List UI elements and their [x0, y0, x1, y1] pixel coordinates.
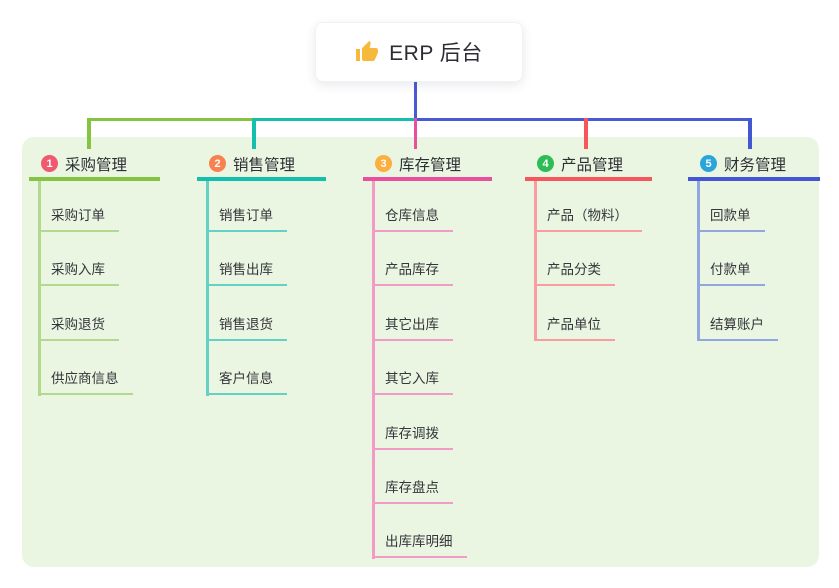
child-node-label: 库存调拨 [385, 425, 439, 441]
child-node-label: 回款单 [710, 208, 751, 223]
child-node[interactable]: 结算账户 [697, 317, 778, 341]
child-node[interactable]: 产品分类 [534, 262, 615, 287]
child-node-label: 销售出库 [219, 262, 273, 278]
root-node[interactable]: ERP 后台 [315, 22, 523, 82]
child-node[interactable]: 销售订单 [206, 208, 287, 232]
child-node-label: 采购入库 [51, 262, 105, 278]
branch-header[interactable]: 1 采购管理 [29, 150, 160, 181]
child-node-label: 产品（物料） [547, 208, 628, 223]
branch-header[interactable]: 2 销售管理 [197, 150, 326, 181]
child-node[interactable]: 其它出库 [372, 317, 453, 341]
child-node[interactable]: 采购订单 [38, 208, 119, 232]
child-node[interactable]: 库存盘点 [372, 480, 453, 504]
child-node[interactable]: 产品（物料） [534, 208, 642, 232]
child-node-label: 客户信息 [219, 371, 273, 387]
child-node-label: 销售订单 [219, 208, 273, 223]
connector-bus-segment [87, 117, 252, 121]
child-node[interactable]: 客户信息 [206, 371, 287, 396]
child-node-label: 其它入库 [385, 371, 439, 387]
child-node-label: 销售退货 [219, 316, 273, 332]
branch-connector-line [534, 181, 537, 342]
child-node-label: 库存盘点 [385, 480, 439, 495]
branch-connector-line [38, 181, 41, 396]
connector-drop-line [87, 117, 91, 149]
child-node-label: 产品单位 [547, 316, 601, 332]
root-label: ERP 后台 [389, 42, 483, 65]
child-node-label: 产品分类 [547, 262, 601, 278]
connector-drop-line [584, 117, 588, 149]
child-node[interactable]: 付款单 [697, 262, 765, 287]
child-node-label: 结算账户 [710, 316, 764, 332]
connector-drop-line [413, 117, 417, 149]
branch-connector-line [206, 181, 209, 396]
child-node-label: 其它出库 [385, 316, 439, 332]
branch-number-badge: 1 [41, 155, 58, 172]
branch-number-badge: 4 [537, 155, 554, 172]
branch-header[interactable]: 4 产品管理 [525, 150, 652, 181]
child-node-label: 仓库信息 [385, 208, 439, 223]
branch-label: 采购管理 [65, 156, 128, 174]
child-node[interactable]: 其它入库 [372, 371, 453, 396]
branch-connector-line [697, 181, 700, 342]
branch-label: 销售管理 [233, 156, 296, 174]
branch-header[interactable]: 5 财务管理 [688, 150, 820, 181]
branch-number-badge: 5 [700, 155, 717, 172]
branch-1: 1 采购管理 采购订单 采购入库 采购退货 供应商信息 [29, 150, 160, 396]
root-connector-line [413, 82, 417, 121]
child-node[interactable]: 产品单位 [534, 317, 615, 341]
child-node[interactable]: 采购入库 [38, 262, 119, 287]
child-node[interactable]: 供应商信息 [38, 371, 133, 396]
child-node-label: 采购退货 [51, 316, 105, 332]
branch-connector-line [372, 181, 375, 559]
branch-number-badge: 2 [209, 155, 226, 172]
branch-header[interactable]: 3 库存管理 [363, 150, 492, 181]
child-node[interactable]: 产品库存 [372, 262, 453, 287]
branch-number-badge: 3 [375, 155, 392, 172]
connector-bus-segment [413, 117, 752, 121]
child-node-label: 供应商信息 [51, 371, 119, 387]
child-node[interactable]: 销售出库 [206, 262, 287, 287]
child-node[interactable]: 采购退货 [38, 317, 119, 341]
branch-5: 5 财务管理 回款单 付款单 结算账户 [688, 150, 820, 342]
connector-drop-line [748, 117, 752, 149]
branch-label: 库存管理 [399, 156, 462, 174]
child-node[interactable]: 销售退货 [206, 317, 287, 341]
branch-2: 2 销售管理 销售订单 销售出库 销售退货 客户信息 [197, 150, 326, 396]
child-node[interactable]: 仓库信息 [372, 208, 453, 232]
child-node[interactable]: 库存调拨 [372, 426, 453, 450]
connector-drop-line [252, 117, 256, 149]
thumbs-up-icon [355, 40, 379, 64]
child-node-label: 采购订单 [51, 208, 105, 223]
child-node[interactable]: 回款单 [697, 208, 765, 232]
child-node-label: 产品库存 [385, 262, 439, 278]
branches-panel [22, 137, 819, 567]
branch-4: 4 产品管理 产品（物料） 产品分类 产品单位 [525, 150, 652, 342]
child-node[interactable]: 出库库明细 [372, 534, 467, 559]
child-node-label: 出库库明细 [385, 534, 453, 550]
branch-label: 产品管理 [561, 156, 624, 174]
child-node-label: 付款单 [710, 262, 751, 278]
connector-bus-segment [252, 117, 414, 121]
branch-label: 财务管理 [724, 156, 787, 174]
branch-3: 3 库存管理 仓库信息 产品库存 其它出库 其它入库 库存调拨 库存盘点 出库库… [363, 150, 492, 559]
